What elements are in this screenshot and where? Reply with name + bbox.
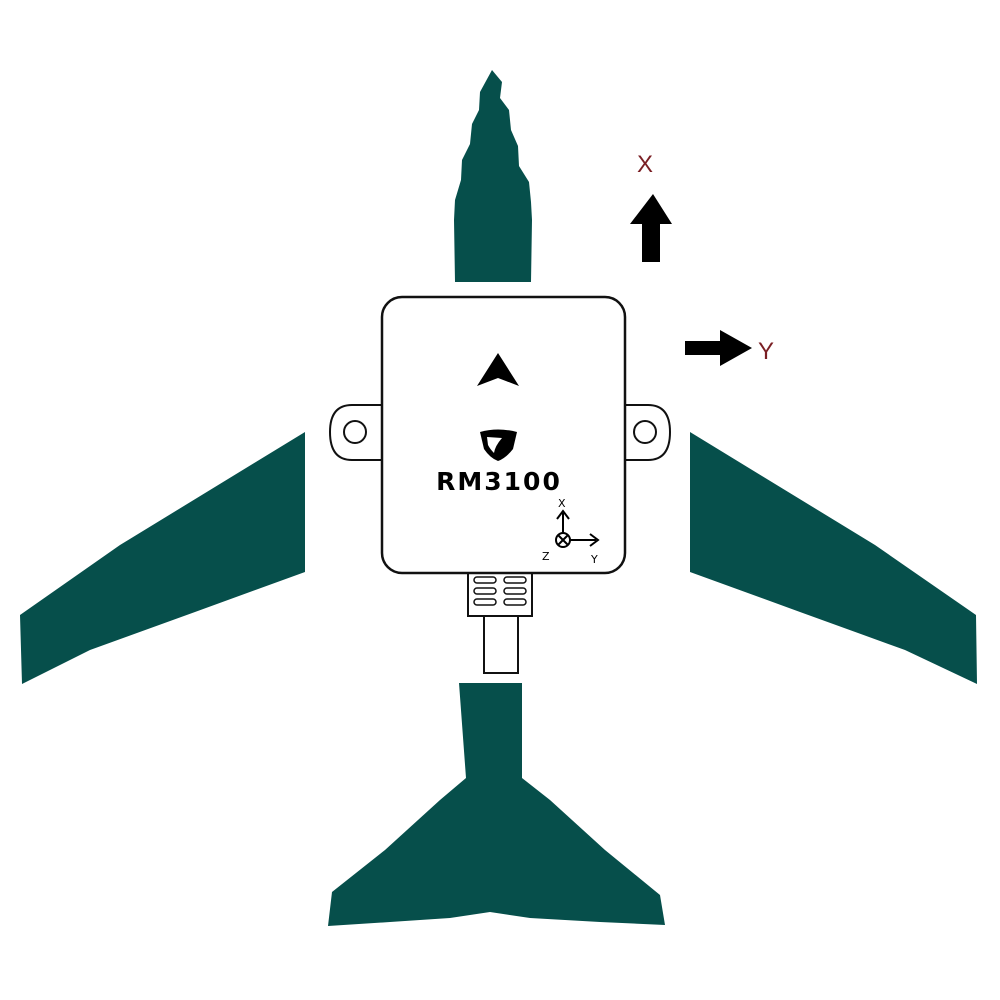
right-mounting-hole — [633, 420, 657, 444]
sensor-y-label: Y — [590, 553, 598, 566]
airframe-x-label: X — [637, 151, 653, 178]
left-mounting-ear — [328, 404, 385, 461]
sensor-y-axis-arrowhead — [589, 533, 600, 547]
airframe-x-arrow — [630, 194, 672, 262]
device-model-label: RM3100 — [436, 467, 562, 496]
aircraft-tail — [328, 683, 665, 926]
aircraft-nose — [454, 70, 532, 282]
airframe-y-axis: Y — [685, 330, 774, 366]
sensor-x-label: X — [558, 497, 566, 510]
airframe-x-axis: X — [630, 151, 672, 262]
airframe-y-arrow — [685, 330, 752, 366]
aircraft-silhouette — [20, 70, 977, 926]
sensor-z-label: Z — [542, 550, 550, 563]
sensor-axis-indicator — [555, 509, 600, 548]
left-mounting-hole — [343, 420, 367, 444]
sensor-z-axis-symbol — [555, 532, 571, 548]
right-mounting-ear — [617, 404, 672, 461]
aircraft-right-wing — [690, 432, 977, 684]
shield-logo-icon — [480, 429, 517, 461]
triangle-up-icon — [477, 353, 519, 386]
sensor-x-axis-arrowhead — [556, 509, 570, 520]
rm3100-device: RM3100 X Y Z — [328, 295, 672, 674]
device-cable — [467, 570, 533, 674]
airframe-y-label: Y — [758, 338, 774, 365]
aircraft-left-wing — [20, 432, 305, 684]
